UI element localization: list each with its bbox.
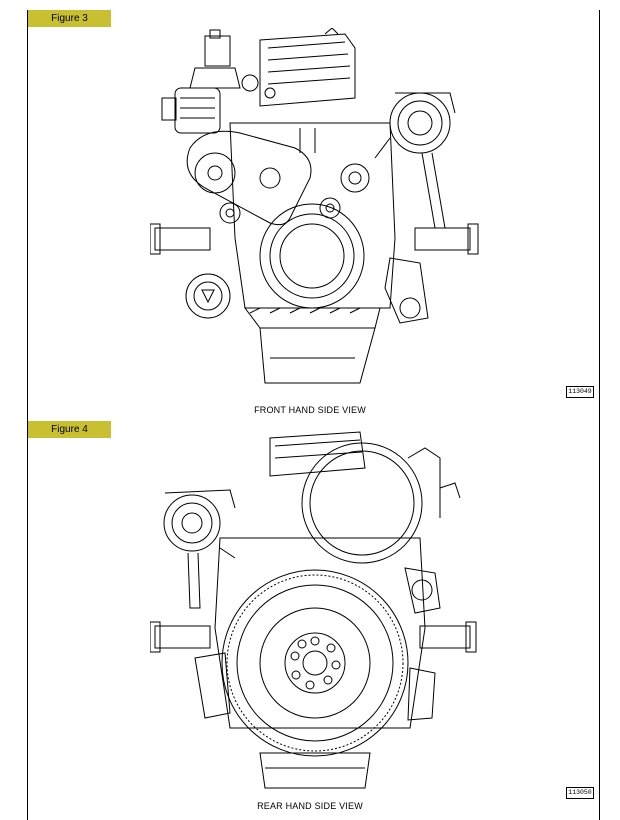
front-view-engine-drawing [150, 28, 480, 398]
rear-view-engine-drawing [150, 428, 480, 798]
figure-3-label: Figure 3 [28, 10, 111, 27]
figure-3-caption: FRONT HAND SIDE VIEW [254, 405, 366, 415]
figure-4-caption: REAR HAND SIDE VIEW [257, 801, 363, 811]
page-right-rule [599, 10, 600, 820]
page-left-rule [27, 10, 28, 820]
figure-4-label: Figure 4 [28, 421, 111, 438]
figure-3-reference-number: 113049 [566, 386, 594, 398]
figure-4-reference-number: 113050 [566, 787, 594, 799]
